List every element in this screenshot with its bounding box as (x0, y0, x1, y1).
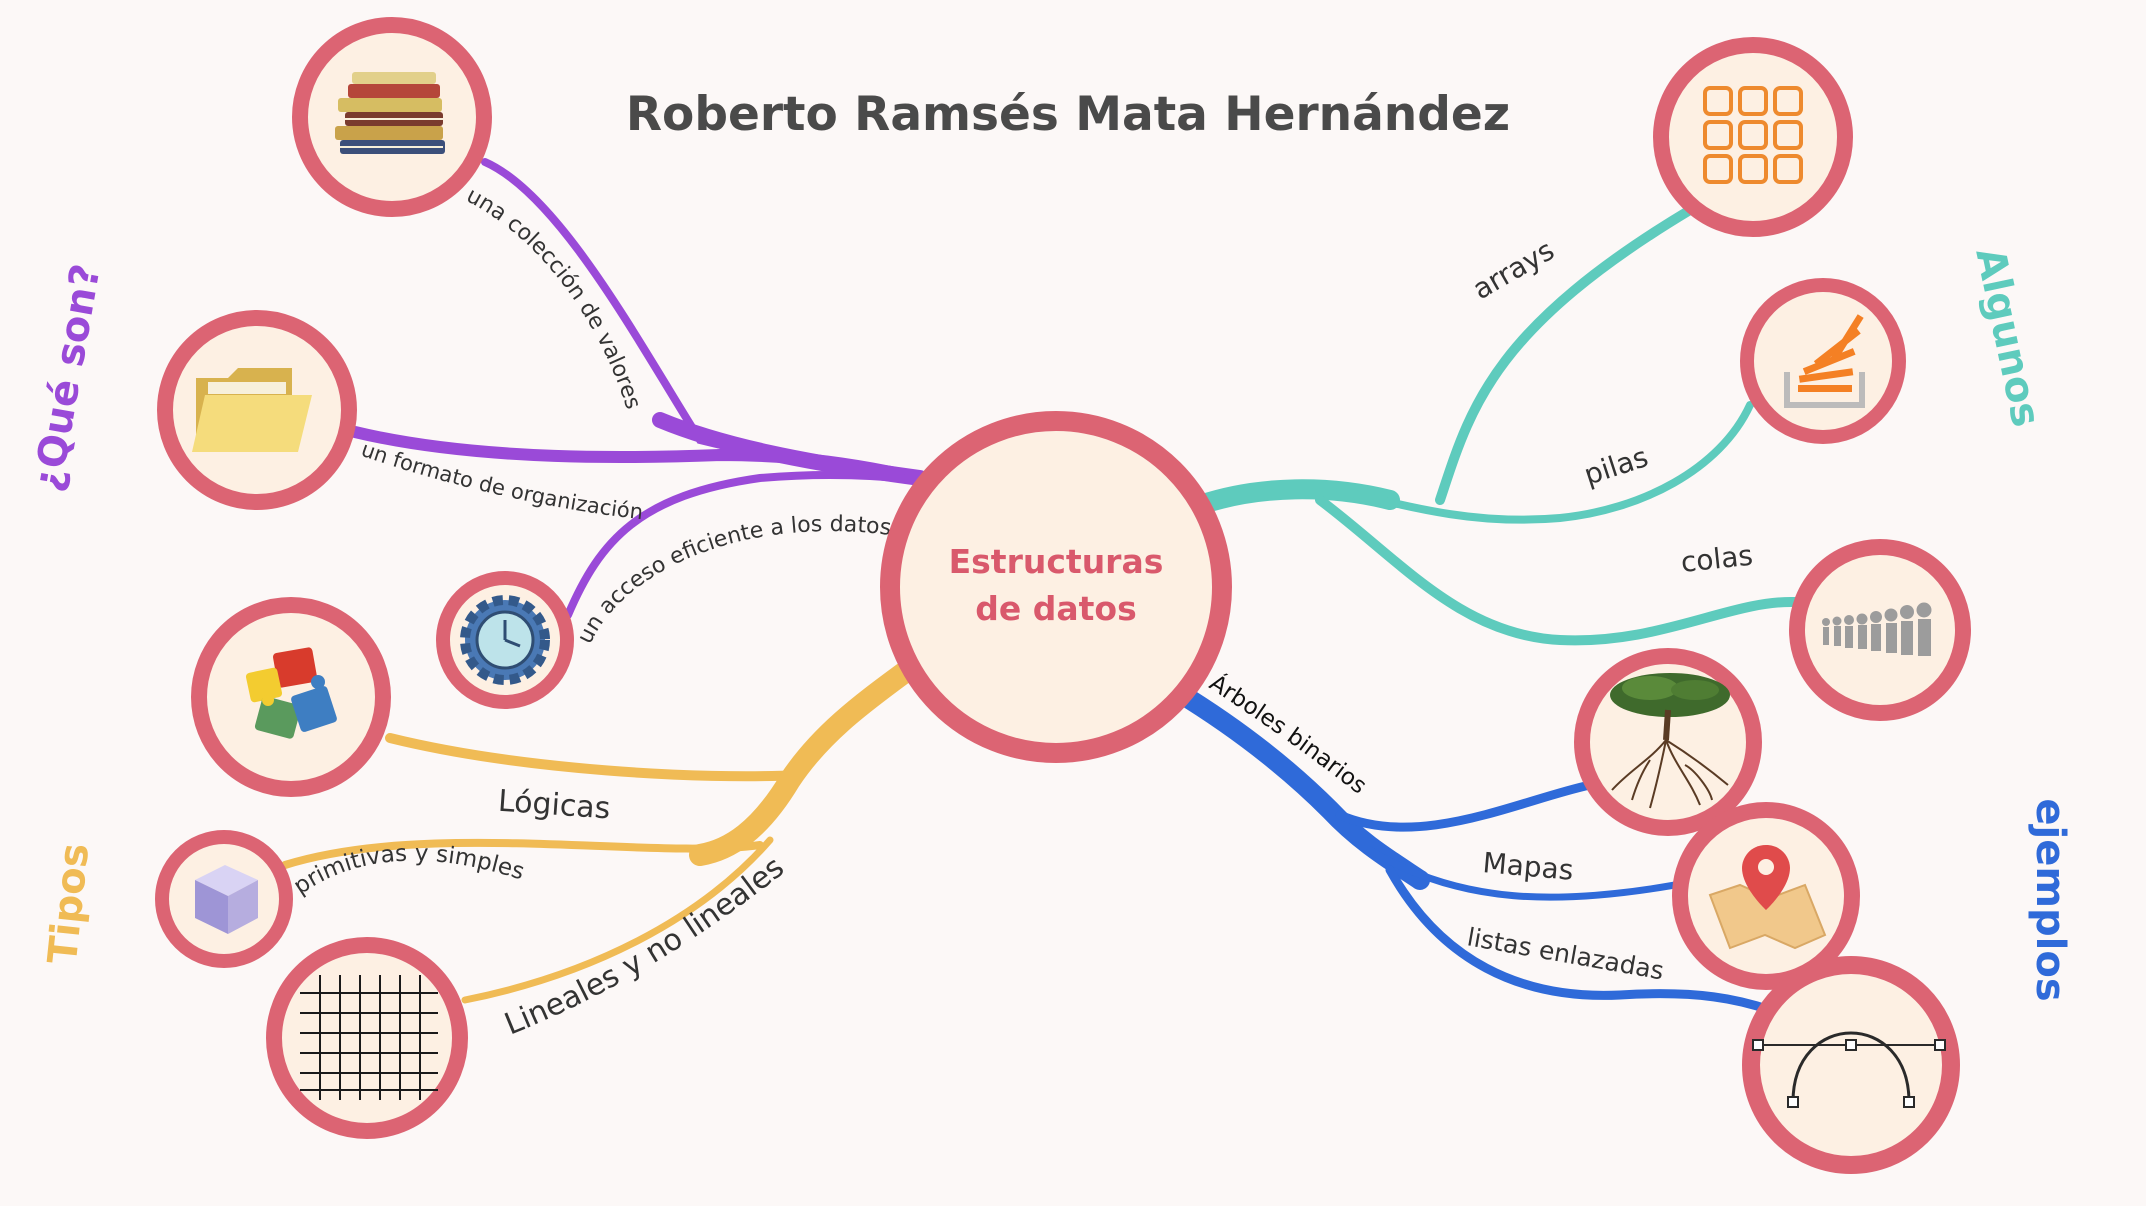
node-grid[interactable] (266, 937, 468, 1139)
node-gear-clock[interactable] (436, 571, 574, 709)
node-bezier[interactable] (1742, 956, 1960, 1174)
cube-icon (195, 865, 258, 934)
line-logicas (385, 733, 805, 782)
line-arboles (1335, 780, 1595, 832)
node-queue[interactable] (1789, 539, 1971, 721)
label-pilas: pilas (1580, 440, 1652, 491)
label-mapas: Mapas (1481, 846, 1574, 887)
center-title-line2: de datos (975, 589, 1136, 628)
heading-tipos: Tipos (40, 841, 98, 966)
label-lineales: Lineales y no lineales (500, 850, 791, 1043)
node-puzzle[interactable] (191, 597, 391, 797)
branch-tipos-lines (281, 661, 916, 1004)
tree-roots-icon (1610, 673, 1730, 809)
line-acceso (564, 470, 924, 619)
label-logicas: Lógicas (497, 784, 612, 827)
branch-algunos-lines (1190, 205, 1800, 646)
node-books[interactable] (292, 17, 492, 217)
grid-icon (300, 975, 438, 1100)
label-primitivas: primitivas y simples (289, 841, 527, 900)
array-grid-icon (1703, 86, 1803, 184)
line-arrays (1435, 205, 1695, 505)
line-mapas (1366, 846, 1679, 901)
label-arrays: arrays (1467, 233, 1560, 306)
center-node[interactable]: Estructuras de datos (880, 411, 1232, 763)
heading-ejemplos: ejemplos (2027, 798, 2073, 1001)
stack-icon (1784, 314, 1865, 408)
gear-clock-icon (460, 595, 550, 685)
node-tree[interactable] (1574, 648, 1762, 836)
queue-people-icon (1822, 602, 1932, 656)
line-lineales (461, 836, 774, 1004)
page-title: Roberto Ramsés Mata Hernández (626, 87, 1510, 142)
heading-algunos: Algunos (1966, 244, 2049, 431)
label-colas: colas (1679, 539, 1754, 579)
line-ejemplos-trunk (1168, 682, 1430, 890)
node-stack[interactable] (1740, 278, 1906, 444)
books-icon (335, 72, 445, 154)
center-title-line1: Estructuras (949, 542, 1164, 581)
node-folder[interactable] (157, 310, 357, 510)
line-tipos-trunk (689, 661, 916, 866)
branch-ejemplos-lines (1168, 682, 1775, 1015)
node-array[interactable] (1653, 37, 1853, 237)
line-formato (349, 426, 926, 484)
line-listas (1385, 865, 1775, 1015)
heading-que-son: ¿Qué son? (25, 261, 110, 495)
branch-que-son-lines (349, 158, 928, 619)
folder-icon (192, 368, 312, 452)
node-map[interactable] (1672, 802, 1860, 990)
map-pin-icon (1708, 845, 1827, 950)
node-cube[interactable] (155, 830, 293, 968)
line-colas (1315, 495, 1800, 646)
puzzle-icon (245, 647, 337, 739)
bezier-curve-icon (1752, 1031, 1946, 1108)
line-pilas (1336, 401, 1754, 524)
